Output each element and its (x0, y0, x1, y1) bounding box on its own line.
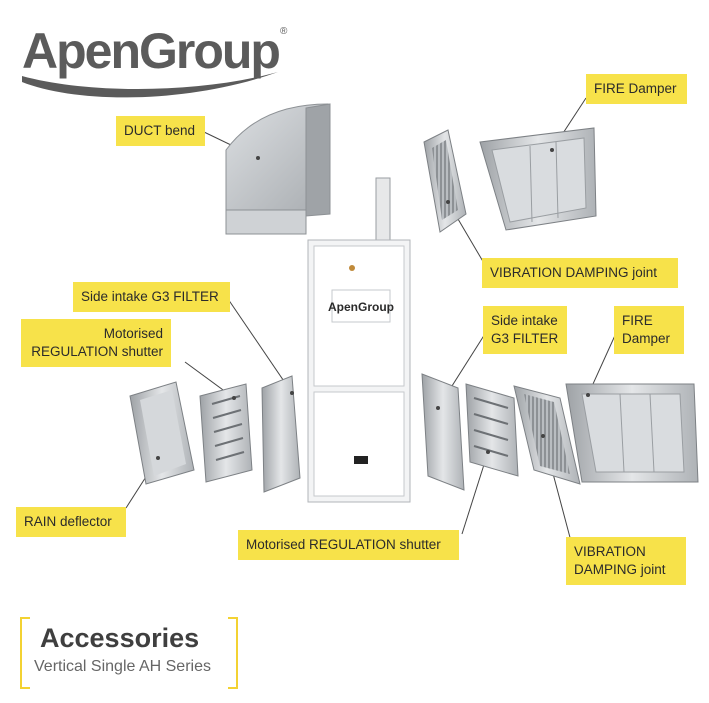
top-right-parts (423, 127, 597, 233)
footer-title-block: Accessories Vertical Single AH Series (20, 617, 238, 689)
callout-vibration-joint-bottom: VIBRATION DAMPING joint (566, 537, 686, 585)
callout-vibration-joint-top: VIBRATION DAMPING joint (482, 258, 678, 288)
callout-text: FIRE Damper (594, 81, 677, 96)
callout-rain-deflector: RAIN deflector (16, 507, 126, 537)
footer-subtitle: Vertical Single AH Series (34, 658, 211, 675)
footer-title: Accessories (40, 623, 200, 653)
callout-text-line-1: Side intake (491, 313, 558, 328)
unit-brand-badge: ApenGroup (328, 300, 394, 314)
callout-text: RAIN deflector (24, 514, 112, 529)
callout-text-line-1: FIRE (622, 313, 653, 328)
callout-fire-damper-top: FIRE Damper (586, 74, 687, 104)
callout-side-filter-left: Side intake G3 FILTER (73, 282, 230, 312)
callout-text-line-2: G3 FILTER (491, 331, 559, 346)
callout-duct-bend: DUCT bend (116, 116, 205, 146)
callout-text-line-2: Damper (622, 331, 671, 346)
duct-bend-part (225, 103, 331, 235)
callout-motorised-shutter-bottom: Motorised REGULATION shutter (238, 530, 459, 560)
callout-text: VIBRATION DAMPING joint (490, 265, 658, 280)
callout-motorised-shutter-left: Motorised REGULATION shutter (21, 319, 171, 367)
callout-text: Motorised REGULATION shutter (246, 537, 441, 552)
logo-swoosh-icon (22, 72, 278, 98)
callout-text: Side intake G3 FILTER (81, 289, 219, 304)
bracket-right (228, 617, 238, 689)
callout-text-line-2: REGULATION shutter (31, 344, 163, 359)
bracket-left (20, 617, 30, 689)
callout-text-line-2: DAMPING joint (574, 562, 666, 577)
left-side-parts (129, 375, 301, 493)
apengroup-logo: ApenGroup ® (18, 18, 290, 100)
right-side-parts (421, 373, 699, 491)
air-handler-unit: ApenGroup (307, 177, 411, 503)
logo-text: ApenGroup (22, 23, 281, 79)
callout-text-line-1: Motorised (103, 326, 163, 341)
callout-fire-damper-right: FIRE Damper (614, 306, 684, 354)
callout-text-line-1: VIBRATION (574, 544, 646, 559)
registered-mark: ® (280, 26, 288, 37)
callout-side-filter-right: Side intake G3 FILTER (483, 306, 567, 354)
callout-text: DUCT bend (124, 123, 196, 138)
